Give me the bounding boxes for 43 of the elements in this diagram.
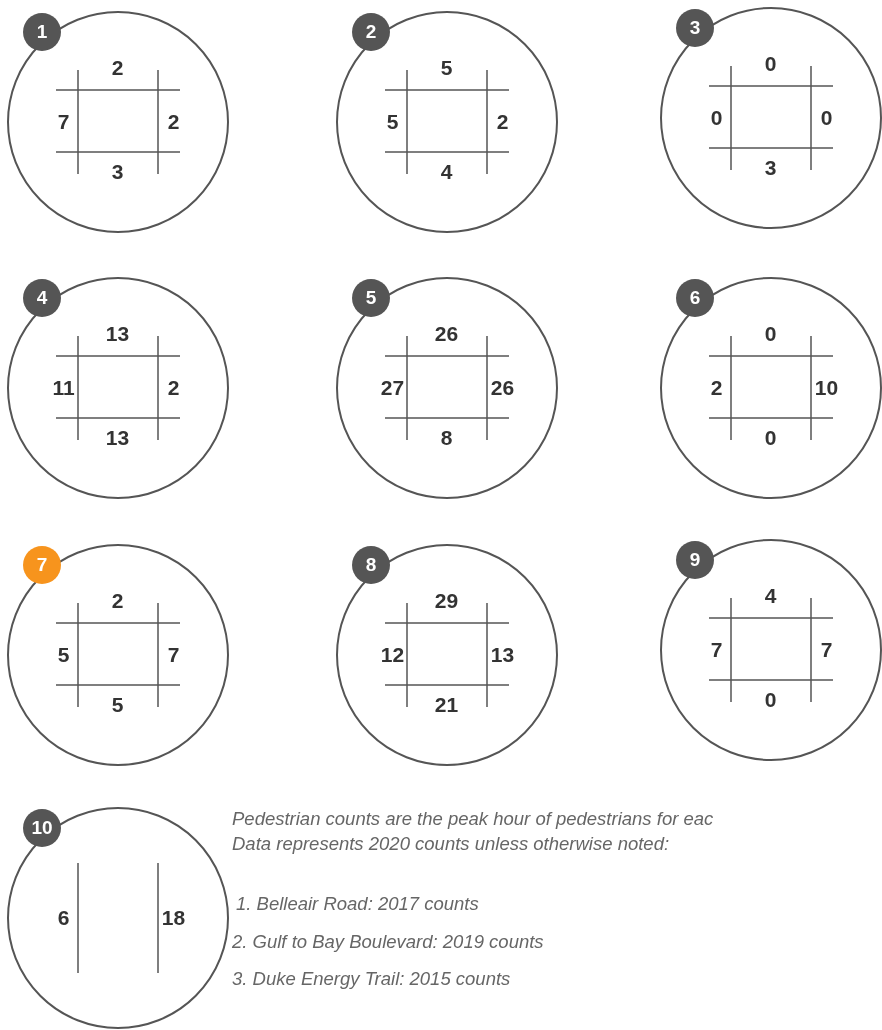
note-text: Data represents 2020 counts unless otherwise noted: bbox=[232, 833, 670, 855]
count-label: 27 bbox=[380, 375, 405, 400]
count-label: 2 bbox=[111, 588, 124, 613]
count-label: 0 bbox=[764, 425, 777, 450]
note-text: 2. Gulf to Bay Boulevard: 2019 counts bbox=[232, 931, 544, 953]
note-text: 1. Belleair Road: 2017 counts bbox=[236, 893, 479, 915]
count-label: 2 bbox=[167, 109, 180, 134]
note-text: Pedestrian counts are the peak hour of pedestrians for eac bbox=[232, 808, 714, 830]
count-label: 0 bbox=[820, 105, 833, 130]
count-label: 4 bbox=[440, 159, 453, 184]
count-label: 5 bbox=[111, 692, 124, 717]
count-label: 21 bbox=[434, 692, 459, 717]
count-label: 11 bbox=[52, 375, 75, 400]
count-label: 3 bbox=[111, 159, 124, 184]
count-label: 2 bbox=[496, 109, 509, 134]
count-label: 10 bbox=[814, 375, 839, 400]
count-label: 7 bbox=[710, 637, 723, 662]
count-label: 0 bbox=[710, 105, 723, 130]
count-label: 12 bbox=[380, 642, 405, 667]
count-label: 2 bbox=[167, 375, 180, 400]
count-label: 2 bbox=[710, 375, 723, 400]
note-text: 3. Duke Energy Trail: 2015 counts bbox=[232, 968, 511, 990]
count-label: 0 bbox=[764, 687, 777, 712]
count-label: 26 bbox=[490, 375, 515, 400]
count-label: 5 bbox=[57, 642, 70, 667]
count-label: 13 bbox=[105, 425, 130, 450]
count-label: 13 bbox=[105, 321, 130, 346]
count-label: 0 bbox=[764, 51, 777, 76]
count-label: 26 bbox=[434, 321, 459, 346]
count-label: 3 bbox=[764, 155, 777, 180]
count-label: 5 bbox=[386, 109, 399, 134]
count-label: 7 bbox=[57, 109, 70, 134]
count-label: 6 bbox=[57, 905, 70, 930]
count-label: 29 bbox=[434, 588, 459, 613]
count-label: 13 bbox=[490, 642, 515, 667]
count-label: 18 bbox=[161, 905, 186, 930]
count-label: 2 bbox=[111, 55, 124, 80]
count-label: 4 bbox=[764, 583, 777, 608]
count-label: 7 bbox=[820, 637, 833, 662]
count-label: 7 bbox=[167, 642, 180, 667]
count-label: 0 bbox=[764, 321, 777, 346]
count-label: 8 bbox=[440, 425, 453, 450]
count-label: 5 bbox=[440, 55, 453, 80]
